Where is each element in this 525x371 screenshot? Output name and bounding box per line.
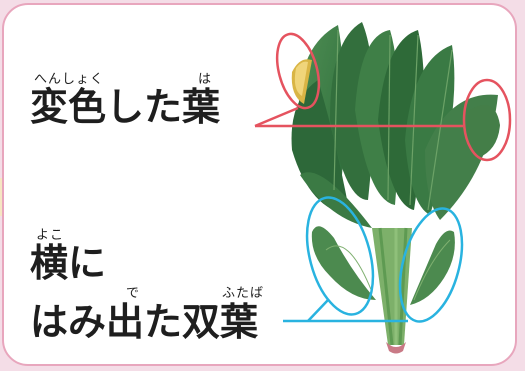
ruby-futaba: ふたば — [222, 286, 265, 301]
main-leaves — [291, 22, 500, 228]
label-protruding-cotyledons: はみ出た双葉 — [30, 300, 259, 344]
ruby-ha: は — [198, 72, 213, 87]
ruby-henshoku: へんしょく — [34, 72, 105, 87]
stem-bundle — [372, 227, 412, 354]
cotyledon-leaves — [311, 226, 455, 305]
discolored-leaf-markers — [254, 32, 512, 162]
label-discolored-leaf: 変色した葉 — [30, 85, 221, 129]
label-sideways: 横に — [30, 241, 107, 285]
ruby-de: で — [126, 286, 141, 301]
cotyledon-markers — [283, 196, 464, 323]
ruby-yoko: よこ — [36, 228, 65, 243]
